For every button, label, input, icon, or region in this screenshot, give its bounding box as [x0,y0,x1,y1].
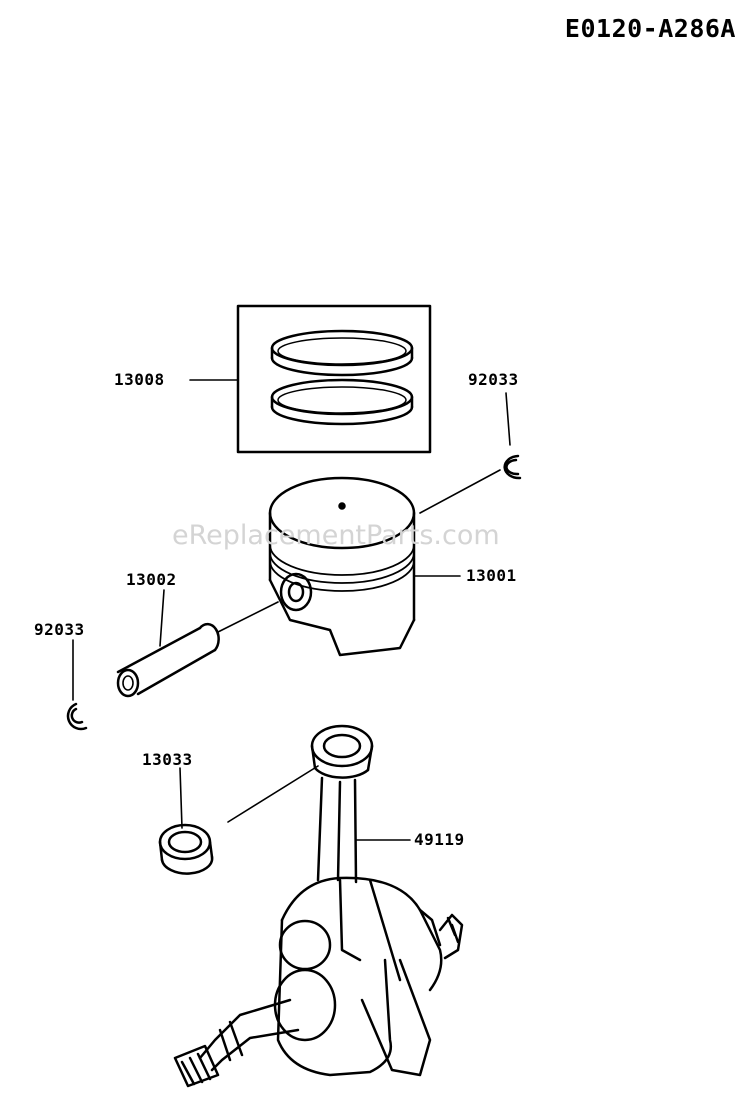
connecting-rod-shank [316,776,358,884]
part-label-piston-ring-set[interactable]: 13008 [114,370,165,389]
piston-ring-upper [270,329,414,377]
piston-ring-lower [270,378,414,426]
connecting-rod-small-end [310,724,374,779]
part-label-crankshaft-assembly[interactable]: 49119 [414,830,465,849]
leader-92033-right [505,392,511,446]
circlip-right [503,454,522,480]
part-label-piston-pin[interactable]: 13002 [126,570,177,589]
part-label-piston[interactable]: 13001 [466,566,517,585]
piston-pin [116,622,220,698]
watermark-text: eReplacementParts.com [172,520,500,551]
piston-ring-box [236,304,432,454]
assembly-line-circlip-piston [419,469,501,514]
diagram-reference-code: E0120-A286A [564,14,736,43]
assembly-line-pin-piston [217,601,279,633]
leader-13033 [179,767,183,829]
needle-bearing [158,823,214,875]
circlip-left [66,702,88,731]
part-label-needle-bearing[interactable]: 13033 [142,750,193,769]
part-label-circlip-right[interactable]: 92033 [468,370,519,389]
leader-13002 [159,589,165,647]
assembly-line-bearing-rod [227,765,319,823]
part-label-circlip-left[interactable]: 92033 [34,620,85,639]
crankshaft [173,876,464,1088]
piston [268,476,416,657]
